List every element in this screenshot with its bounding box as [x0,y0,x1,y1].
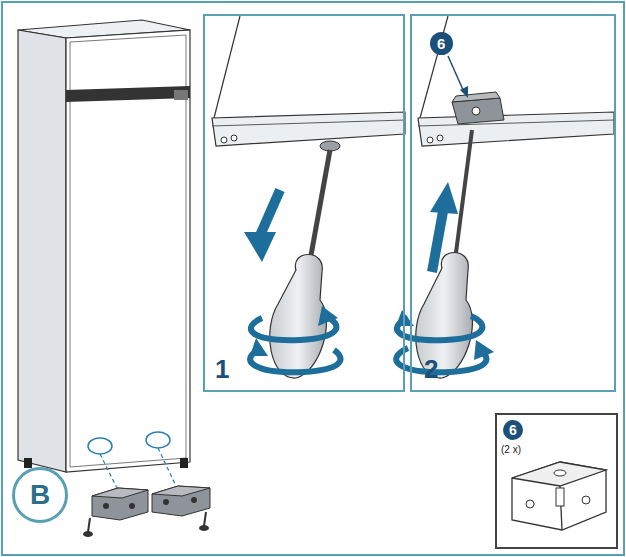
callout-circle: 6 [430,32,453,55]
part-box: 6 (2 x) [495,413,618,549]
node-label: 1 [215,356,229,382]
node-label: 2 [424,356,438,382]
callout-number: 6 [503,420,523,440]
circle-label: 6 [437,36,445,51]
step-1-drawing [212,16,405,378]
step-2-drawing [396,16,614,378]
step-panel: 62 [410,14,616,392]
fridge-drawing [18,20,210,537]
circle-label: B [30,481,50,509]
step-panel: 1 [203,14,405,392]
node-label: (2 x) [501,445,521,455]
figure-letter-circle: B [12,467,68,523]
bracket-part-drawing [512,462,606,530]
